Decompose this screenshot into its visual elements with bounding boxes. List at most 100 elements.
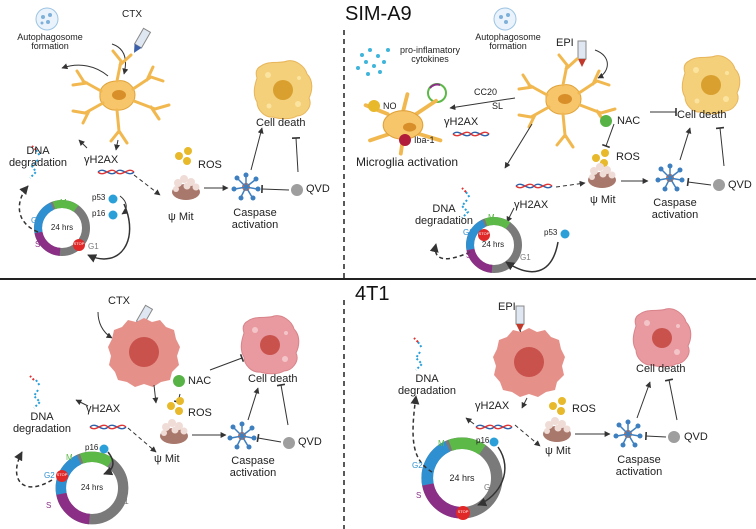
qvd-label-epi: QVD [728,179,752,191]
mitochondria-icon-4t1 [160,419,188,444]
dna-fragments-icon-4t1-epi [414,341,424,371]
mitochondria-icon [172,175,200,200]
cell-death-label: Cell death [256,117,306,129]
cycle-g2-label-4t1-epi: G2 [412,461,423,470]
cycle-g2-label: G2 [31,216,42,225]
stop-sign-icon-4t1 [56,470,68,482]
dna-helix-icon-epi [515,183,553,189]
caspase-icon-4t1-epi [612,418,644,449]
mit-label: ψ Mit [168,211,194,223]
stop-sign-icon-4t1-epi [456,506,470,520]
nac-label: NAC [617,115,641,127]
cycle-hours-label-4t1: 24 hrs [80,483,104,492]
syringe-icon-4t1-epi [515,305,525,332]
cycle-s-label: S [35,240,41,249]
neuron-cell-epi [517,53,617,149]
cell-death-label-epi: Cell death [677,109,727,121]
qvd-dot [291,184,303,196]
dead-cell-icon-epi [681,55,741,115]
panel-title-4t1: 4T1 [355,283,390,305]
cycle-g1-label-epi: G1 [520,253,531,262]
stop-text: STOP [73,241,85,246]
iba1-dot [399,134,411,146]
ros-icon-4t1 [167,397,184,415]
dna-helix-icon-4t1-epi [475,424,513,430]
nac-dot-4t1 [173,375,185,387]
drug-label-ctx: CTX [122,9,142,20]
sim-ctx-panel [18,7,313,263]
mitochondria-icon-epi [588,163,616,188]
qvd-label-4t1-epi: QVD [684,431,708,443]
p53-label: p53 [92,193,106,202]
p16-dot [108,210,118,220]
cycle-s-label-4t1-epi: S [416,491,422,500]
no-dot [368,100,380,112]
autophagosome-icon-epi [493,7,517,31]
autophagosome-label: Autophagosome formation [17,32,83,52]
microglia-activation-label: Microglia activation [356,155,459,169]
caspase-label: Caspase activation [231,207,279,231]
dna-fragments-icon-epi [460,191,471,219]
nac-label-4t1: NAC [188,375,212,387]
sim-epi-panel [356,7,741,272]
microglia-dna-damage-label: γH2AX [444,116,479,128]
autophagosome-icon [35,7,59,31]
t4t1-epi-panel [410,305,692,520]
syringe-icon-epi [577,40,587,67]
p16-label-4t1: p16 [85,443,99,452]
dna-helix-icon [97,169,135,175]
tumor-cell-epi [493,328,565,397]
ros-label: ROS [198,159,222,171]
p16-label: p16 [92,209,106,218]
cycle-hours-label-epi: 24 hrs [481,240,505,249]
p53-dot-epi [560,229,570,239]
cycle-m-label-epi: M [488,213,495,222]
panel-title-sim-a9: SIM-A9 [345,3,412,25]
stop-sign-icon-epi [478,229,490,241]
dna-degradation-label-4t1: DNA degradation [12,411,72,435]
p16-label-4t1-epi: p16 [476,436,490,445]
ros-label-epi: ROS [616,151,640,163]
dead-cell-icon [253,60,313,120]
caspase-icon-4t1 [226,420,258,451]
cycle-m-label-4t1-epi: M [438,439,445,448]
stop-text-4t1-epi: STOP [457,509,469,514]
p16-dot-4t1 [99,444,109,454]
stop-text-4t1: STOP [56,472,68,477]
cycle-s-label-4t1: S [46,501,52,510]
microglia-dna-helix [452,131,490,137]
cycle-m-label-4t1: M [66,453,73,462]
qvd-dot-4t1-epi [668,431,680,443]
p53-label-epi: p53 [544,228,558,237]
cell-death-label-4t1-epi: Cell death [636,363,686,375]
ros-icon [175,147,192,165]
p53-dot [108,194,118,204]
cycle-g1-label: G1 [88,242,99,251]
autophagosome-label-epi: Autophagosome formation [475,32,541,52]
mit-label-4t1: ψ Mit [154,453,180,465]
t4t1-ctx-panel [14,304,300,519]
cycle-g2-label-4t1: G2 [44,471,55,480]
sl-label: SL [492,101,504,111]
tumor-cell [108,318,180,387]
dna-degradation-label: DNA degradation [8,145,68,169]
cycle-g2-label-epi: G2 [463,228,474,237]
qvd-dot-epi [713,179,725,191]
no-label: NO [383,101,397,111]
qvd-label-4t1: QVD [298,436,322,448]
syringe-icon [133,27,152,53]
drug-label-4t1-epi: EPI [498,301,516,313]
cycle-g1-label-4t1: G1 [118,497,129,506]
mit-label-4t1-epi: ψ Mit [545,445,571,457]
drug-label-4t1: CTX [108,295,130,307]
cycle-hours-label-4t1-epi: 24 hrs [449,473,475,483]
tumor-dead-cell [240,315,300,375]
dna-helix-icon-4t1 [89,424,127,430]
cycle-m-label: M [60,198,67,207]
dna-fragments-icon-4t1 [32,379,42,409]
qvd-dot-4t1 [283,437,295,449]
dna-damage-label-4t1: γH2AX [86,403,121,415]
cycle-s-label-epi: S [466,251,472,260]
caspase-label-4t1: Caspase activation [229,455,277,479]
